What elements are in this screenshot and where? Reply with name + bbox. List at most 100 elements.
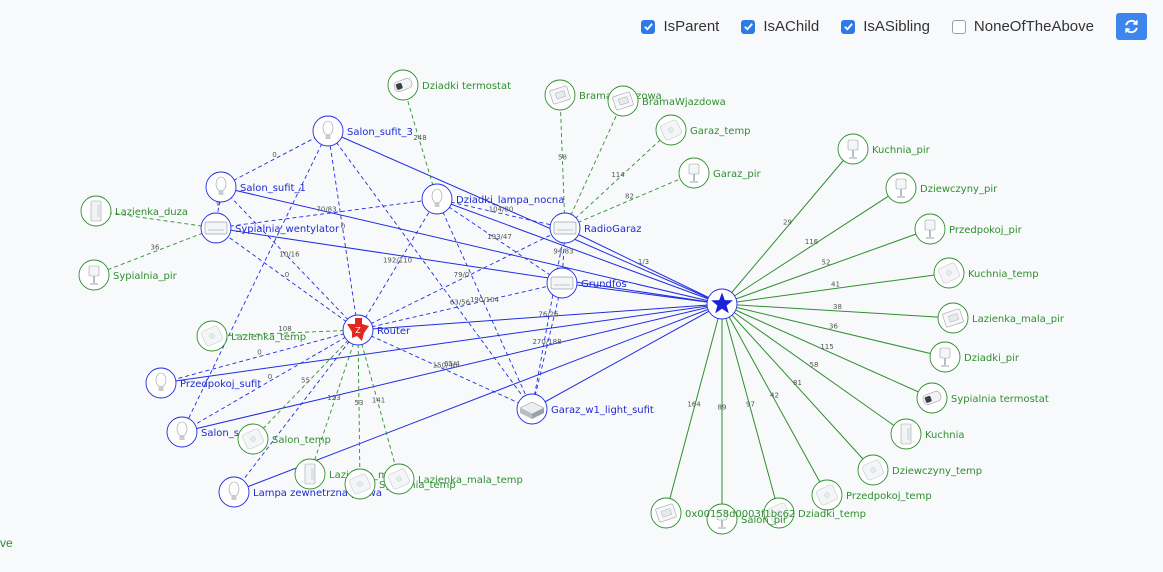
checkbox-checked-icon[interactable] — [841, 19, 856, 34]
node-dzpir[interactable]: Dziadki_pir — [929, 341, 1020, 373]
node-kuchtemp[interactable]: Kuchnia_temp — [933, 257, 1039, 289]
node-syppir[interactable]: Sypialnia_pir — [78, 259, 178, 291]
node-coord[interactable] — [706, 288, 738, 320]
node-label: Kuchnia_pir — [872, 145, 931, 156]
node-label: RadioGaraz — [584, 224, 641, 235]
node-salonpir[interactable]: Salon_pir — [706, 503, 788, 535]
link-lqi-label: 63/56 — [450, 299, 471, 307]
temp-icon — [768, 502, 790, 524]
node-lazmalapir[interactable]: Lazienka_mala_pir — [937, 302, 1065, 334]
link-line — [181, 303, 723, 433]
node-przedtemp[interactable]: Przedpokoj_temp — [811, 479, 932, 511]
node-label: Sypialnia_pir — [113, 271, 178, 282]
link-line — [531, 303, 723, 410]
temp-icon — [816, 484, 838, 506]
node-przedpir[interactable]: Przedpokoj_pir — [914, 213, 1023, 245]
link-line — [559, 94, 566, 229]
filter-toolbar: IsParent IsAChild IsASibling NoneOfTheAb… — [641, 13, 1147, 40]
node-garazw1[interactable]: Garaz_w1_light_sufit — [516, 393, 654, 425]
node-label: 0x00158d0003f1bc62 — [685, 509, 795, 520]
node-dziewtemp[interactable]: Dziewczyny_temp — [857, 454, 982, 486]
node-salonsu[interactable]: Salon_su — [166, 416, 245, 448]
node-salon3[interactable]: Salon_sufit_3 — [312, 115, 413, 147]
link-lqi-label: 270/188 — [532, 338, 561, 346]
link-lqi-label: 10/16 — [279, 251, 300, 259]
link-lqi-label: 65/4 — [444, 360, 460, 368]
node-label: Salon_su — [201, 428, 245, 439]
link-lqi-label: 29 — [783, 219, 792, 227]
refresh-icon — [1125, 19, 1138, 34]
refresh-button[interactable] — [1116, 13, 1147, 40]
link-lqi-label: 1/3 — [638, 258, 649, 266]
plug-icon — [204, 221, 228, 235]
node-label: Kuchnia — [925, 430, 964, 441]
link-lqi-label: 55 — [301, 377, 310, 385]
checkbox-unchecked-icon[interactable] — [951, 19, 966, 34]
node-label: Garaz_w1_light_sufit — [551, 405, 654, 416]
node-dztemp[interactable]: Dziadki_temp — [763, 497, 866, 529]
pir-icon — [924, 219, 936, 239]
noneoftheabove-checkbox[interactable]: NoneOfTheAbove — [951, 18, 1094, 35]
link-lqi-label: 76/26 — [538, 311, 559, 319]
link-line — [357, 198, 438, 331]
node-kuchnia[interactable]: Kuchnia — [890, 418, 964, 450]
node-laztemp[interactable]: Lazienka_temp — [196, 320, 306, 352]
door-icon — [900, 423, 912, 445]
node-salontemp[interactable]: Salon_temp — [237, 423, 331, 455]
sensor-icon — [655, 503, 677, 523]
link-line — [357, 329, 533, 410]
link-lqi-label: 79/0 — [454, 271, 470, 279]
link-lqi-label: 104/80 — [489, 206, 514, 214]
node-lampazew[interactable]: Lampa zewnetrzna prawa — [218, 476, 382, 508]
link-line — [564, 227, 723, 305]
node-lazmalatemp[interactable]: Lazienka_mala_temp — [383, 463, 523, 495]
node-bramawj[interactable]: BramaWjazdowa — [607, 85, 726, 117]
node-lazduza[interactable]: Lazienka_duza — [80, 195, 188, 227]
link-line — [721, 303, 828, 496]
link-line — [564, 172, 695, 229]
node-kuchpir[interactable]: Kuchnia_pir — [837, 133, 931, 165]
node-dztermo[interactable]: Dziadki termostat — [387, 69, 511, 101]
link-line — [215, 227, 359, 331]
node-label: Salon_sufit_3 — [347, 127, 413, 138]
bulb-icon — [155, 372, 167, 391]
isparent-checkbox[interactable]: IsParent — [641, 18, 719, 35]
link-line — [93, 227, 217, 276]
isachild-checkbox[interactable]: IsAChild — [741, 18, 819, 35]
node-dzlampa[interactable]: Dziadki_lampa_nocna — [421, 183, 564, 215]
isasibling-checkbox[interactable]: IsASibling — [841, 18, 930, 35]
link-lqi-label: 248 — [413, 134, 426, 142]
link-line — [436, 198, 723, 305]
temp-icon — [660, 119, 682, 141]
node-label: Salon_temp — [272, 435, 331, 446]
node-grundfos[interactable]: Grundfos — [546, 267, 627, 299]
node-label: Dziewczyny_pir — [920, 184, 998, 195]
node-hexdev[interactable]: 0x00158d0003f1bc62 — [650, 497, 795, 529]
node-syptemp[interactable]: Sypialnia_temp — [344, 468, 456, 500]
node-salon1[interactable]: Salon_sufit_1 — [205, 171, 306, 203]
node-dziewpir[interactable]: Dziewczyny_pir — [885, 172, 998, 204]
link-line — [436, 198, 533, 410]
router-icon: Z — [347, 318, 369, 341]
node-radiogaraz[interactable]: RadioGaraz — [549, 212, 641, 244]
pir-icon — [716, 509, 728, 529]
node-przedsuf[interactable]: Przedpokoj_sufit — [145, 367, 261, 399]
pir-icon — [847, 139, 859, 159]
node-label: Garaz_temp — [690, 126, 751, 137]
link-lqi-label: 53 — [355, 399, 364, 407]
star-icon — [711, 292, 733, 314]
checkbox-checked-icon[interactable] — [741, 19, 756, 34]
node-sypwent[interactable]: Sypialnia_wentylator — [200, 212, 340, 244]
temp-icon — [862, 459, 884, 481]
thermostat-icon — [922, 391, 942, 405]
svg-text:Z: Z — [355, 326, 361, 335]
node-garazpir[interactable]: Garaz_pir — [678, 157, 761, 189]
link-line — [211, 329, 359, 337]
node-garaztemp[interactable]: Garaz_temp — [655, 114, 751, 146]
checkbox-checked-icon[interactable] — [641, 19, 656, 34]
node-label: Kuchnia_temp — [968, 269, 1039, 280]
node-syptermo[interactable]: Sypialnia termostat — [916, 382, 1049, 414]
